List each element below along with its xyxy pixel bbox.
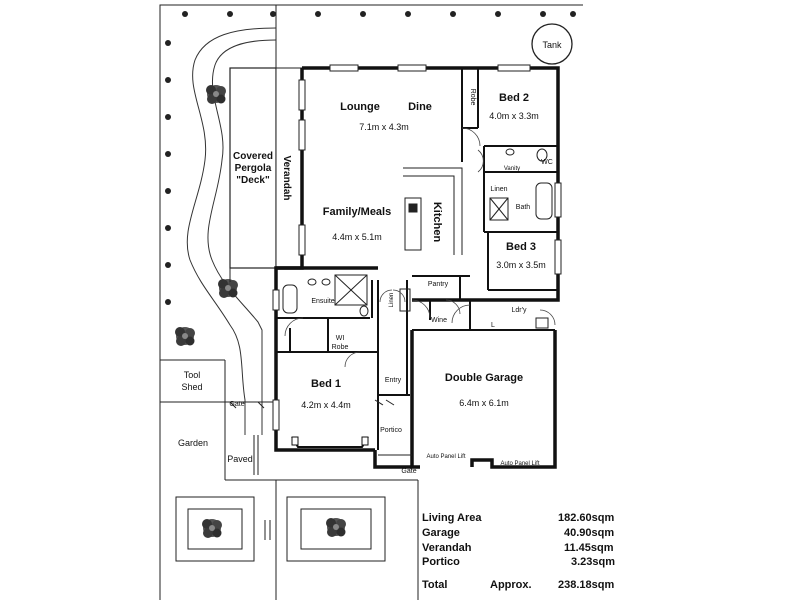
bed2-label: Bed 2 <box>499 92 529 104</box>
portico-label: Portico <box>380 427 402 434</box>
shrub-icon <box>175 327 195 346</box>
wet-area-fixtures <box>282 148 553 329</box>
shrub-icon <box>202 519 222 538</box>
pergola-label-line3: "Deck" <box>236 175 270 186</box>
front-gate-label: Gate <box>401 468 416 475</box>
gates <box>229 399 412 475</box>
pergola-deck-outline <box>229 67 277 269</box>
wine-label: Wine <box>431 317 447 324</box>
area-label: Living Area <box>422 512 482 524</box>
windows <box>272 64 562 431</box>
rain-tank <box>531 23 573 65</box>
bed3-dimensions: 3.0m x 3.5m <box>496 260 546 270</box>
ensuite-label: Ensuite <box>311 298 334 305</box>
family-meals-dimensions: 4.4m x 5.1m <box>332 232 382 242</box>
total-value: 238.18sqm <box>558 579 615 591</box>
robe-label: Robe <box>469 89 476 106</box>
room-labels: Lounge Dine 7.1m x 4.3m Bed 2 4.0m x 3.3… <box>178 40 562 475</box>
wc-label: WC <box>541 159 553 166</box>
yard-zones <box>160 268 419 600</box>
shrub-icon <box>206 85 226 104</box>
verandah-label: Verandah <box>281 155 292 200</box>
interior-walls <box>276 68 558 450</box>
shrub-icon <box>218 279 238 298</box>
shrub-icon <box>326 518 346 537</box>
area-label: Verandah <box>422 542 472 554</box>
planter-right <box>264 496 386 562</box>
planter-left <box>175 496 255 562</box>
fence-posts <box>165 11 576 305</box>
pantry-label: Pantry <box>428 281 449 288</box>
side-gate-label: Gate <box>229 401 244 408</box>
linen-cupboard-label: Linen <box>389 293 395 308</box>
pergola-label-line2: Pergola <box>235 163 272 174</box>
bed3-label: Bed 3 <box>506 241 536 253</box>
bath-label: Bath <box>516 204 531 211</box>
dine-label: Dine <box>408 101 432 113</box>
area-value: 11.45sqm <box>564 542 614 554</box>
vanity-label: Vanity <box>504 166 520 172</box>
auto-panel-lift-label-1: Auto Panel Lift <box>426 454 465 460</box>
kitchen-label: Kitchen <box>431 202 443 243</box>
linen-label: Linen <box>490 186 507 193</box>
bed1-dimensions: 4.2m x 4.4m <box>301 400 351 410</box>
laundry-label: Ldr'y <box>512 307 527 314</box>
garden-label: Garden <box>178 438 208 448</box>
walk-in-label: WI <box>336 335 345 342</box>
area-value: 40.90sqm <box>564 527 615 539</box>
lounge-dimensions: 7.1m x 4.3m <box>359 122 409 132</box>
lounge-label: Lounge <box>340 101 380 113</box>
laundry-trough-label: L <box>491 322 495 329</box>
auto-panel-lift-label-2: Auto Panel Lift <box>500 461 539 467</box>
area-label: Garage <box>422 527 460 539</box>
entry-label: Entry <box>385 377 402 384</box>
kitchen-fittings <box>403 167 463 255</box>
tool-shed-label-line1: Tool <box>184 370 201 380</box>
total-approx-label: Approx. <box>490 579 532 591</box>
bed1-label: Bed 1 <box>311 378 341 390</box>
double-garage-dimensions: 6.4m x 6.1m <box>459 398 509 408</box>
double-garage-label: Double Garage <box>445 372 523 384</box>
tool-shed-label-line2: Shed <box>181 382 202 392</box>
area-value: 3.23sqm <box>571 556 616 568</box>
area-label: Portico <box>422 556 460 568</box>
door-swings <box>284 127 556 368</box>
total-label: Total <box>422 579 448 591</box>
paved-label: Paved <box>227 454 253 464</box>
pergola-label-line1: Covered <box>233 151 273 162</box>
family-meals-label: Family/Meals <box>323 206 391 218</box>
tank-label: Tank <box>542 40 562 50</box>
bed2-dimensions: 4.0m x 3.3m <box>489 111 539 121</box>
walk-in-robe-label: Robe <box>332 344 349 351</box>
bay-window <box>291 436 369 448</box>
area-value: 182.60sqm <box>558 512 615 524</box>
